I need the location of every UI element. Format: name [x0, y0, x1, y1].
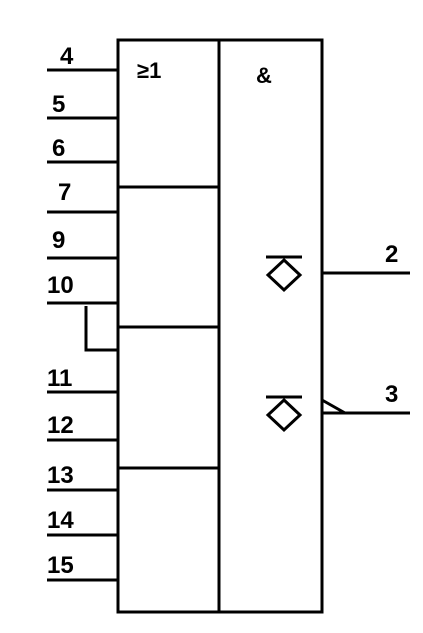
pin-label: 14 — [47, 507, 74, 534]
input-pin-13: 13 — [47, 462, 118, 492]
connection-bracket — [84, 306, 118, 352]
input-pin-9: 9 — [47, 227, 118, 260]
input-pin-11: 11 — [47, 365, 118, 394]
pin-label: 3 — [385, 381, 398, 408]
pin-label: 11 — [47, 365, 72, 392]
input-pin-7: 7 — [47, 179, 118, 214]
pin-label: 10 — [47, 272, 74, 299]
pin-label: 13 — [47, 462, 74, 489]
input-pin-6: 6 — [47, 135, 118, 164]
open-collector-symbol-1 — [265, 255, 303, 293]
output-pin-3: 3 — [321, 381, 410, 415]
or-symbol: ≥1 — [137, 58, 161, 83]
and-symbol: & — [256, 63, 272, 88]
input-pin-15: 15 — [47, 552, 118, 582]
pin-label: 6 — [52, 135, 65, 162]
input-pin-10: 10 — [47, 272, 118, 305]
pin-label: 4 — [60, 43, 74, 70]
output-pin-2: 2 — [322, 241, 410, 275]
input-pin-12: 12 — [47, 412, 118, 442]
pin-label: 15 — [47, 552, 74, 579]
pin-label: 12 — [47, 412, 74, 439]
open-collector-symbol-2 — [265, 395, 303, 433]
input-pin-4: 4 — [47, 43, 118, 72]
pin-label: 9 — [52, 227, 65, 254]
pin-label: 5 — [52, 91, 65, 118]
pin-label: 2 — [385, 241, 398, 268]
input-pin-14: 14 — [47, 507, 118, 537]
input-pin-5: 5 — [47, 91, 118, 120]
pin-label: 7 — [58, 179, 71, 206]
